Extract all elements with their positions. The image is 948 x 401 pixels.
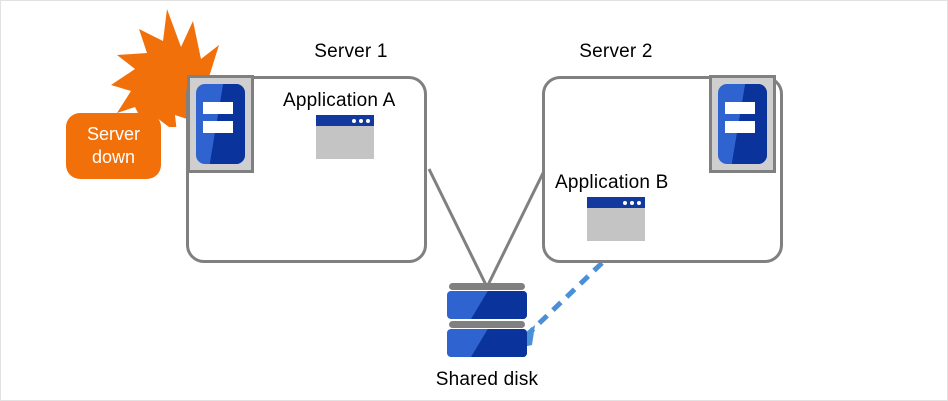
- server-1-machine-icon: [187, 75, 254, 173]
- application-b-window-icon: [587, 197, 645, 241]
- app-window-titlebar: [316, 115, 374, 126]
- status-badge-line1: Server: [86, 124, 140, 144]
- server-icon-bar-bottom: [202, 120, 234, 133]
- connector-server2-to-disk: [485, 168, 547, 288]
- application-a-window-icon: [316, 115, 374, 159]
- app-window-dot: [623, 200, 627, 205]
- application-b-label: Application B: [555, 172, 669, 193]
- shared-disk-block-2: [447, 329, 527, 357]
- server-icon-bar-top: [724, 101, 756, 114]
- app-window-dot: [352, 118, 356, 123]
- shared-disk-plate-top: [449, 283, 525, 290]
- shared-disk-block-1: [447, 291, 527, 319]
- status-badge-line2: down: [91, 147, 136, 167]
- app-window-titlebar: [587, 197, 645, 208]
- application-a-label: Application A: [283, 90, 396, 111]
- connector-server1-to-disk: [427, 168, 489, 288]
- status-badge-server-down: Server down: [66, 113, 161, 179]
- server-icon-body: [718, 84, 767, 164]
- server-icon-body: [196, 84, 245, 164]
- server-icon-bar-bottom: [724, 120, 756, 133]
- shared-disk-label: Shared disk: [435, 369, 539, 390]
- shared-disk-icon: [447, 283, 527, 363]
- app-window-dot: [630, 200, 634, 205]
- server-1-title: Server 1: [314, 41, 388, 62]
- server-2-title: Server 2: [579, 41, 653, 62]
- app-window-dot: [366, 118, 370, 123]
- app-window-dot: [637, 200, 641, 205]
- app-window-dot: [359, 118, 363, 123]
- server-icon-bar-top: [202, 101, 234, 114]
- server-2-machine-icon: [709, 75, 776, 173]
- shared-disk-plate-middle: [449, 321, 525, 328]
